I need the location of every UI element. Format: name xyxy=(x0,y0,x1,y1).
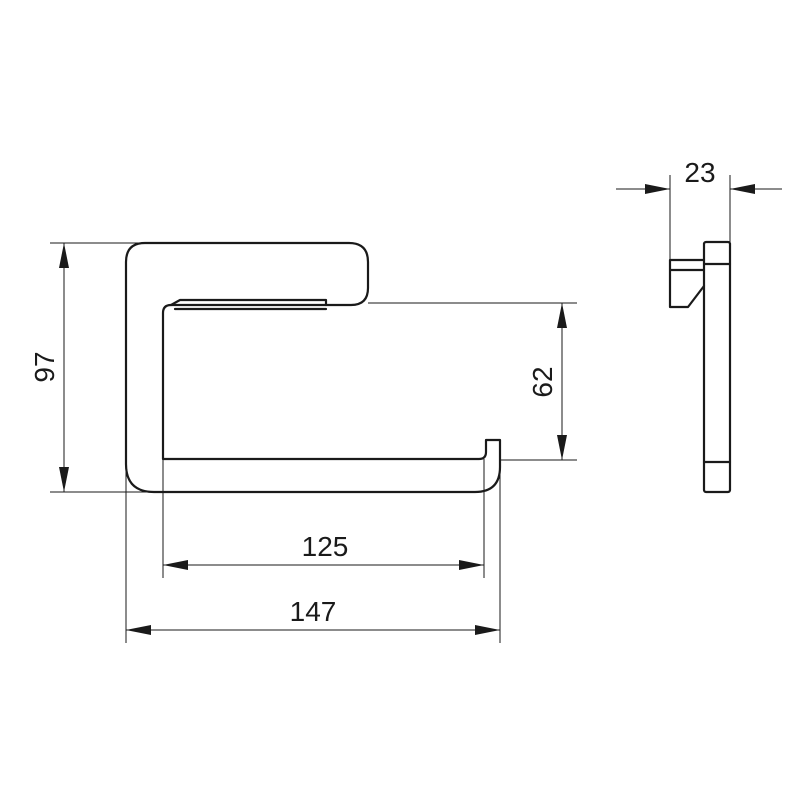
arrow-head xyxy=(126,625,151,635)
dimension-inner-opening: 62 xyxy=(368,302,577,461)
arrow-head xyxy=(163,560,188,570)
side-plate-details xyxy=(702,262,732,464)
dimension-inner-width: 125 xyxy=(162,459,485,578)
arrow-head xyxy=(59,467,69,492)
dimension-label-23: 23 xyxy=(684,157,715,188)
holder-top-slot-lines xyxy=(169,298,328,311)
arrow-head xyxy=(730,184,755,194)
dimension-label-62: 62 xyxy=(527,366,558,397)
arrow-head xyxy=(645,184,670,194)
holder-outer-contour xyxy=(124,241,502,494)
dimension-label-97: 97 xyxy=(29,351,60,382)
arrow-head xyxy=(459,560,484,570)
dimension-depth: 23 xyxy=(616,157,782,260)
front-view xyxy=(124,241,502,494)
side-arm-profile xyxy=(668,258,706,309)
arrow-head xyxy=(557,303,567,328)
dimension-height-total: 97 xyxy=(29,242,154,493)
side-wall-plate xyxy=(702,240,732,494)
dimension-label-125: 125 xyxy=(302,531,349,562)
side-view xyxy=(668,240,732,494)
dimension-total-width: 147 xyxy=(125,470,501,643)
arrow-head xyxy=(475,625,500,635)
dimension-label-147: 147 xyxy=(290,596,337,627)
arrow-head xyxy=(557,435,567,460)
arrow-head xyxy=(59,243,69,268)
